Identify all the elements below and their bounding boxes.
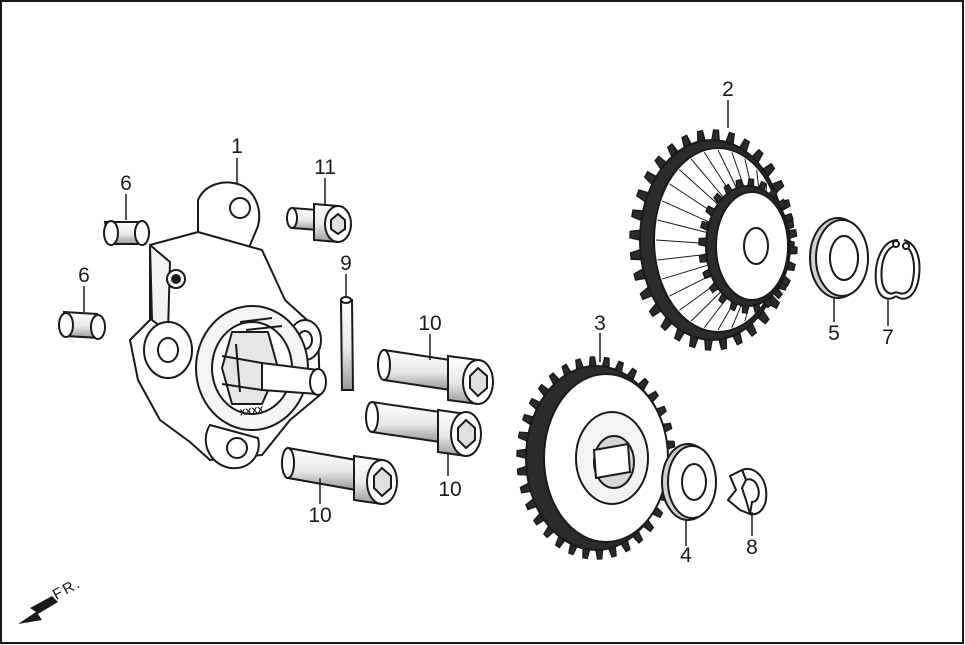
washer-small (661, 443, 717, 521)
bolt-short (286, 202, 352, 244)
callout-bolt-middle: 10 (438, 478, 461, 501)
callout-washer-small: 4 (680, 544, 692, 567)
drive-gear (516, 356, 676, 560)
driven-gear (629, 129, 798, 351)
bolt-upper (377, 348, 494, 406)
callout-driven-gear: 2 (722, 78, 734, 101)
front-label: FR. (50, 574, 85, 603)
callout-pin: 9 (340, 252, 352, 275)
pin (339, 296, 355, 391)
callout-washer-large: 5 (828, 322, 840, 345)
oil-pump-body (129, 181, 327, 470)
callout-e-clip: 8 (746, 536, 758, 559)
gear-tooth (588, 356, 597, 368)
front-arrow-icon (18, 596, 58, 624)
gear-tooth (516, 448, 528, 459)
callout-circlip: 7 (882, 326, 894, 349)
leader-lines (83, 100, 889, 546)
callout-drive-gear: 3 (594, 312, 606, 335)
dowel-lower (58, 310, 106, 340)
callout-dowel-upper: 6 (120, 172, 132, 195)
bolt-middle (365, 400, 482, 458)
washer-large (809, 217, 869, 299)
gear-tooth (629, 229, 642, 241)
callout-bolt-short: 11 (314, 156, 336, 179)
e-clip (726, 468, 768, 516)
gear-tooth (704, 338, 713, 351)
gear-tooth (711, 129, 720, 142)
body-marking-text: XXXX (239, 404, 264, 417)
callout-oil-pump-body: 1 (231, 135, 243, 158)
front-indicator: FR. (18, 574, 85, 624)
callout-bolt-lower: 10 (308, 504, 331, 527)
callout-bolt-upper: 10 (418, 312, 441, 335)
circlip (874, 239, 921, 300)
dowel-upper (103, 220, 150, 246)
bolt-lower (281, 446, 398, 506)
callout-labels: 1 2 3 4 5 6 6 7 8 9 10 10 10 11 (78, 78, 894, 567)
callout-dowel-lower: 6 (78, 264, 90, 287)
gear-tooth (595, 548, 604, 560)
